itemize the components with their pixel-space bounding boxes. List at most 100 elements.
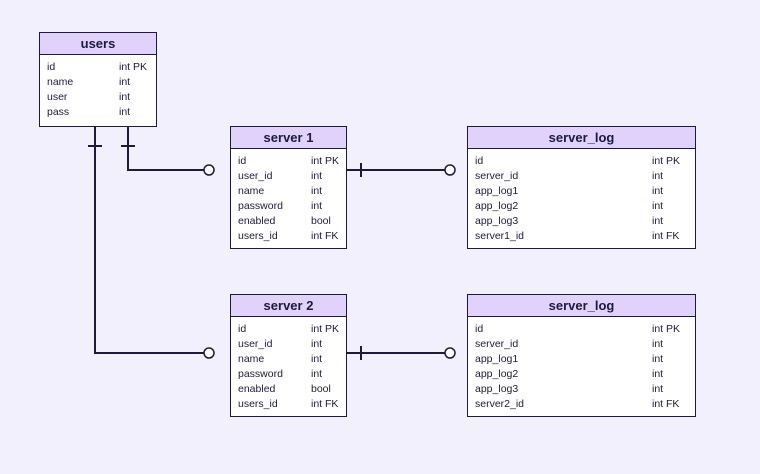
field-type: int	[119, 76, 131, 88]
field-name: server1_id	[475, 230, 525, 242]
field-row: users_id int FK	[231, 397, 346, 412]
field-name: name	[238, 353, 265, 365]
field-name: server_id	[475, 170, 519, 182]
field-row: enabled bool	[231, 214, 346, 229]
field-name: id	[47, 61, 56, 73]
field-row: id int PK	[468, 322, 695, 337]
field-name: app_log2	[475, 368, 519, 380]
zero-marker-server2-side	[203, 347, 215, 359]
field-row: users_id int FK	[231, 229, 346, 244]
relationship-server1-serverlog	[347, 163, 456, 177]
field-type: int	[311, 338, 323, 350]
field-name: pass	[47, 106, 70, 118]
field-type: int FK	[652, 398, 680, 410]
field-name: user	[47, 91, 68, 103]
field-list: id int PK user_id int name int password …	[231, 149, 346, 244]
field-type: int	[311, 368, 323, 380]
entity-title: server 2	[231, 295, 346, 317]
field-row: password int	[231, 367, 346, 382]
field-row: id int PK	[231, 322, 346, 337]
entity-title: server 1	[231, 127, 346, 149]
field-name: password	[238, 368, 283, 380]
field-list: id int PK server_id int app_log1 int app…	[468, 317, 695, 412]
field-row: user_id int	[231, 169, 346, 184]
field-name: name	[47, 76, 74, 88]
field-type: int	[652, 338, 664, 350]
entity-server-log-1[interactable]: server_log id int PK server_id int app_l…	[467, 126, 696, 249]
field-name: enabled	[238, 383, 276, 395]
relationship-users-server2	[88, 127, 215, 359]
field-type: int	[311, 353, 323, 365]
field-row: app_log3 int	[468, 382, 695, 397]
zero-marker-server1-side	[203, 164, 215, 176]
field-name: user_id	[238, 170, 273, 182]
field-name: name	[238, 185, 265, 197]
field-type: int FK	[311, 398, 339, 410]
field-row: server_id int	[468, 169, 695, 184]
field-row: user_id int	[231, 337, 346, 352]
field-name: server2_id	[475, 398, 525, 410]
field-type: bool	[311, 383, 331, 395]
field-type: int PK	[652, 323, 681, 335]
entity-title: users	[40, 33, 156, 55]
field-name: app_log3	[475, 383, 519, 395]
field-type: int	[311, 200, 323, 212]
field-type: int PK	[311, 155, 340, 167]
entity-server2[interactable]: server 2 id int PK user_id int name int …	[230, 294, 347, 417]
field-row: name int	[231, 352, 346, 367]
field-row: enabled bool	[231, 382, 346, 397]
field-list: id int PK name int user int pass int	[40, 55, 156, 120]
field-name: enabled	[238, 215, 276, 227]
relationship-server2-serverlog	[347, 346, 456, 360]
entity-server1[interactable]: server 1 id int PK user_id int name int …	[230, 126, 347, 249]
field-type: int PK	[652, 155, 681, 167]
field-name: server_id	[475, 338, 519, 350]
field-list: id int PK server_id int app_log1 int app…	[468, 149, 695, 244]
field-name: app_log1	[475, 353, 519, 365]
field-name: id	[475, 323, 484, 335]
field-row: server_id int	[468, 337, 695, 352]
field-row: name int	[40, 75, 156, 90]
field-row: app_log3 int	[468, 214, 695, 229]
field-name: users_id	[238, 230, 278, 242]
field-list: id int PK user_id int name int password …	[231, 317, 346, 412]
field-type: int FK	[311, 230, 339, 242]
field-type: int	[652, 215, 664, 227]
field-type: int PK	[119, 61, 148, 73]
field-type: int	[119, 106, 131, 118]
relationship-users-server1	[121, 127, 215, 176]
entity-title: server_log	[468, 295, 695, 317]
field-name: app_log1	[475, 185, 519, 197]
field-row: app_log2 int	[468, 199, 695, 214]
field-name: users_id	[238, 398, 278, 410]
field-row: id int PK	[40, 60, 156, 75]
field-name: id	[238, 155, 247, 167]
field-name: id	[475, 155, 484, 167]
field-row: id int PK	[231, 154, 346, 169]
field-name: app_log3	[475, 215, 519, 227]
field-type: int	[652, 185, 664, 197]
field-row: server1_id int FK	[468, 229, 695, 244]
entity-server-log-2[interactable]: server_log id int PK server_id int app_l…	[467, 294, 696, 417]
field-type: int FK	[652, 230, 680, 242]
field-type: int PK	[311, 323, 340, 335]
field-type: int	[652, 353, 664, 365]
field-type: int	[652, 200, 664, 212]
field-name: password	[238, 200, 283, 212]
field-name: id	[238, 323, 247, 335]
field-type: int	[652, 383, 664, 395]
field-type: int	[311, 170, 323, 182]
zero-marker-serverlog-side	[444, 347, 456, 359]
field-type: int	[119, 91, 131, 103]
field-row: id int PK	[468, 154, 695, 169]
field-row: name int	[231, 184, 346, 199]
field-type: bool	[311, 215, 331, 227]
field-type: int	[311, 185, 323, 197]
field-row: server2_id int FK	[468, 397, 695, 412]
entity-users[interactable]: users id int PK name int user int pass i…	[39, 32, 157, 127]
entity-title: server_log	[468, 127, 695, 149]
field-row: password int	[231, 199, 346, 214]
field-type: int	[652, 368, 664, 380]
field-row: app_log2 int	[468, 367, 695, 382]
